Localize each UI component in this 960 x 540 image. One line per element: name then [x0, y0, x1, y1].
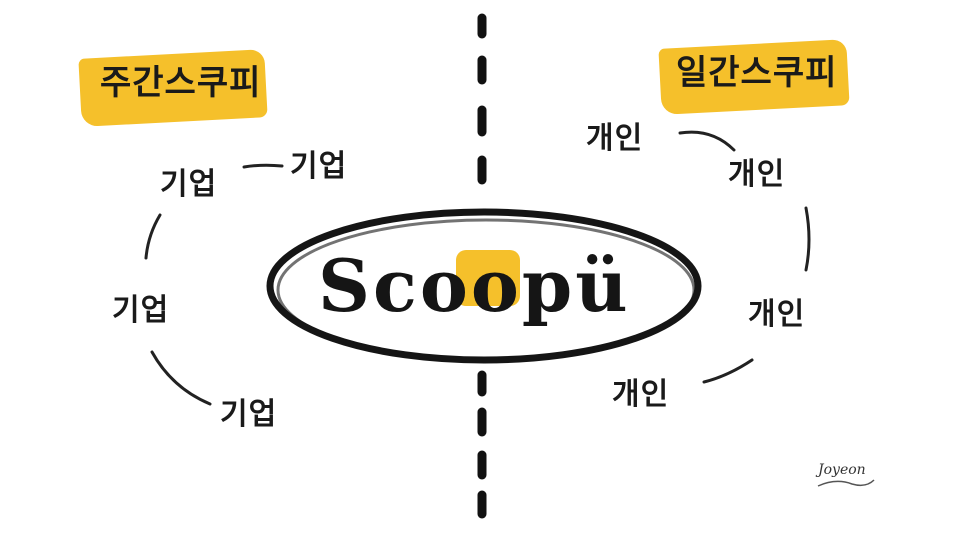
left-node-top-left: 기업	[160, 167, 218, 202]
left-cycle-connectors	[144, 163, 284, 406]
center-highlight	[456, 250, 520, 306]
left-node-top-right: 기업	[290, 149, 348, 184]
right-node-top-right: 개인	[728, 157, 786, 192]
left-node-middle: 기업	[112, 293, 170, 328]
right-node-top-left: 개인	[586, 121, 644, 156]
right-node-bottom: 개인	[612, 377, 670, 412]
center-brand-title: Scoopü	[318, 243, 631, 328]
right-cycle-connectors	[678, 130, 811, 384]
left-header-title: 주간스쿠피	[100, 63, 262, 103]
artist-signature: Joyeon	[818, 462, 866, 478]
signature-mark	[817, 479, 875, 487]
right-header-title: 일간스쿠피	[676, 53, 838, 93]
left-node-bottom: 기업	[220, 397, 278, 432]
right-node-middle: 개인	[748, 297, 806, 332]
